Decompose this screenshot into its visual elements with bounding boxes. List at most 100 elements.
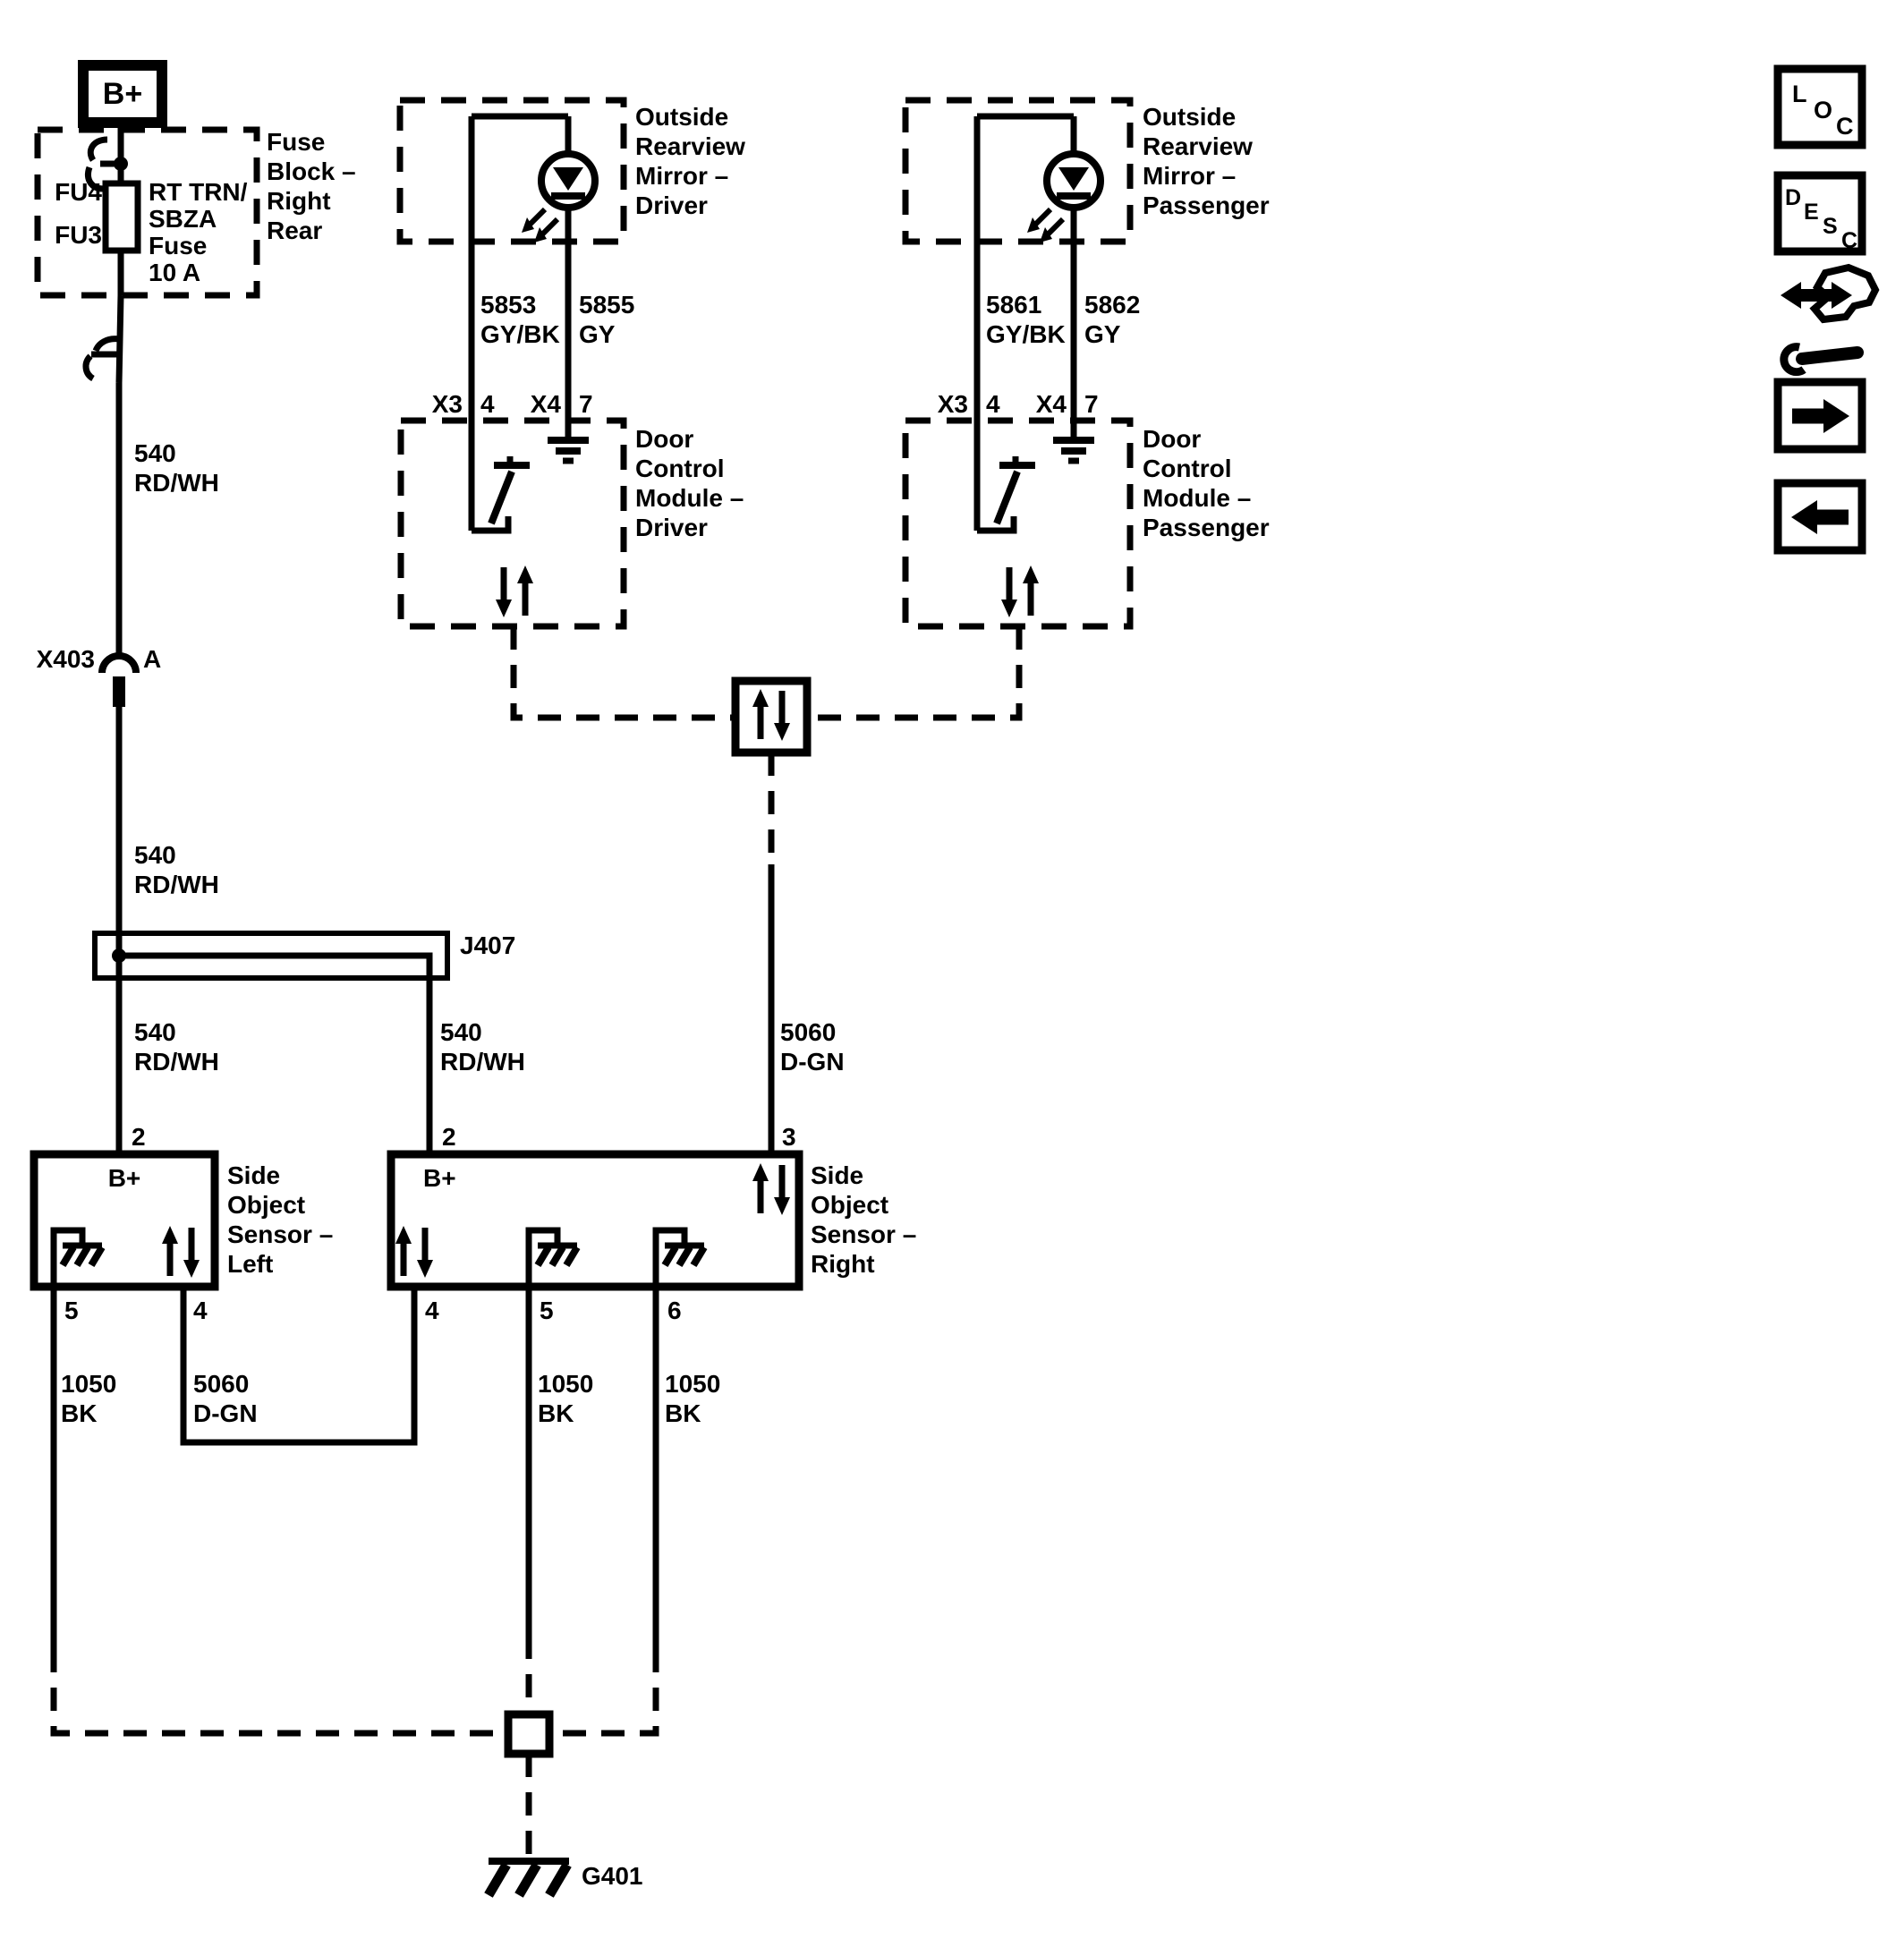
ground-splice-box: [504, 1710, 554, 1758]
g401-ground-icon: [514, 1862, 541, 1898]
loc-letter-o: O: [1814, 97, 1832, 123]
sos-right-pin-3: 3: [782, 1123, 796, 1151]
serial-data-link-driver: [510, 626, 735, 721]
sos-right-label-2: Object: [811, 1191, 888, 1219]
double-arrow-icon: [1781, 282, 1852, 309]
sos-left-box: [30, 1150, 219, 1291]
wire-540-label-2b: RD/WH: [134, 871, 219, 898]
wrench-icon: [1780, 343, 1806, 377]
prev-page-button[interactable]: [1773, 479, 1866, 555]
wire-5853-label-b: GY/BK: [480, 320, 560, 348]
loc-button[interactable]: L O C: [1773, 64, 1866, 149]
mirror-led-icon: [522, 154, 595, 242]
fuse-desc-4: 10 A: [149, 259, 200, 286]
wire-1050-label-3b: BK: [665, 1399, 701, 1427]
wire-5060-label-2a: 5060: [193, 1370, 249, 1398]
wire-1050-label-2b: BK: [538, 1399, 574, 1427]
fuse-desc-1: RT TRN/: [149, 178, 248, 206]
wire-540-label-1b: RD/WH: [134, 469, 219, 497]
dcm-driver-label-2: Control: [635, 455, 725, 482]
dcm-driver-conn-x4: X4: [531, 390, 562, 418]
sos-left-label-2: Object: [227, 1191, 305, 1219]
wire-1050-label-1b: BK: [61, 1399, 97, 1427]
sos-right-gnd-hook-1: [525, 1227, 561, 1285]
next-page-button[interactable]: [1773, 378, 1866, 454]
wire-540-label-3a: 540: [134, 1018, 176, 1046]
wire-1050-label-1a: 1050: [61, 1370, 116, 1398]
dcm-passenger-label-4: Passenger: [1143, 514, 1270, 541]
mirror-driver-box: [396, 97, 627, 245]
loc-letter-c: C: [1836, 113, 1854, 140]
dcm-driver-box: [397, 417, 627, 630]
fuse-block-title-2: Block –: [267, 157, 356, 185]
wire-540-branch: [119, 952, 433, 1154]
sos-right-bplus: B+: [423, 1164, 456, 1192]
wire-1050-right-dashed: [549, 1649, 659, 1737]
sos-left-label-4: Left: [227, 1250, 273, 1278]
sos-right-gnd-hook-2: [652, 1227, 688, 1285]
mirror-driver-label-4: Driver: [635, 191, 708, 219]
dcm-driver-pin-7: 7: [579, 390, 593, 418]
power-feed-section: B+ Fuse Block – Right Rear FU4 FU3 RT TR…: [34, 60, 525, 1154]
fuse-block-title-4: Rear: [267, 217, 322, 244]
dcm-driver-label-3: Module –: [635, 484, 744, 512]
nav-panel: L O C D E S C: [1773, 64, 1880, 555]
dcm-passenger-section: Door Control Module – Passenger: [807, 417, 1270, 721]
sos-left-pin-4: 4: [193, 1297, 208, 1324]
chassis-ground-icon: [538, 1246, 577, 1265]
wire-5862-label-b: GY: [1084, 320, 1121, 348]
dcm-passenger-conn-x4: X4: [1036, 390, 1067, 418]
wire-5060-label-1b: D-GN: [780, 1048, 845, 1076]
sos-right-section: 2 3 B+ Side Object Sensor – Right 4 5 6 …: [387, 1123, 916, 1737]
x403-label: X403: [37, 645, 95, 673]
desc-letter-e: E: [1804, 200, 1819, 225]
fuse-desc-3: Fuse: [149, 232, 207, 259]
dcm-driver-label-1: Door: [635, 425, 693, 453]
chassis-ground-icon: [63, 1246, 102, 1265]
right-arrow-icon: [1823, 399, 1849, 433]
sos-right-box: [387, 1150, 803, 1291]
loc-letter-l: L: [1792, 81, 1807, 107]
fu4-label: FU4: [55, 178, 102, 206]
fuse-block-title-3: Right: [267, 187, 331, 215]
fuse-block-title-1: Fuse: [267, 128, 325, 156]
terminal-curl-icon: [85, 166, 104, 192]
dcm-driver-pin-4: 4: [480, 390, 495, 418]
dcm-passenger-box: [902, 417, 1134, 630]
wire-540-label-3b: RD/WH: [134, 1048, 219, 1076]
desc-letter-d: D: [1785, 185, 1801, 210]
wire-5855-label-b: GY: [579, 320, 616, 348]
wire-5861-label-b: GY/BK: [986, 320, 1066, 348]
sos-left-pin-5: 5: [64, 1297, 79, 1324]
wire-5855-label-a: 5855: [579, 291, 634, 319]
fuse-desc-2: SBZA: [149, 205, 217, 233]
g401-ground-icon: [484, 1862, 511, 1898]
wire-540-label-4b: RD/WH: [440, 1048, 525, 1076]
repair-info-icon[interactable]: [1780, 263, 1880, 377]
chassis-ground-icon: [665, 1246, 704, 1265]
sos-right-pin-2: 2: [442, 1123, 456, 1151]
sos-left-section: 2 B+ Side Object Sensor – Left 5 4 1050 …: [30, 1123, 508, 1737]
dcm-passenger-label-3: Module –: [1143, 484, 1251, 512]
sos-right-label-1: Side: [811, 1161, 863, 1189]
wire-1050-label-2a: 1050: [538, 1370, 593, 1398]
mirror-driver-label-3: Mirror –: [635, 162, 728, 190]
dcm-passenger-pin-4: 4: [986, 390, 1000, 418]
wire-5853-label-a: 5853: [480, 291, 536, 319]
terminal-curl-icon: [82, 353, 96, 382]
wire-540-label-4a: 540: [440, 1018, 482, 1046]
mirror-driver-section: Outside Rearview Mirror – Driver 5853 GY…: [396, 97, 745, 421]
x403-pin-icon: [113, 676, 125, 707]
sos-left-label-1: Side: [227, 1161, 280, 1189]
sos-left-gnd-hook: [50, 1227, 86, 1285]
mirror-passenger-box: [902, 97, 1134, 245]
wire-1050-label-3a: 1050: [665, 1370, 720, 1398]
desc-button[interactable]: D E S C: [1773, 171, 1866, 256]
mirror-led-icon: [1027, 154, 1101, 242]
terminal-curl-icon: [87, 136, 108, 162]
wire-5862-label-a: 5862: [1084, 291, 1140, 319]
wire-5861-label-a: 5861: [986, 291, 1041, 319]
desc-letter-c: C: [1841, 228, 1857, 253]
fu3-label: FU3: [55, 221, 102, 249]
